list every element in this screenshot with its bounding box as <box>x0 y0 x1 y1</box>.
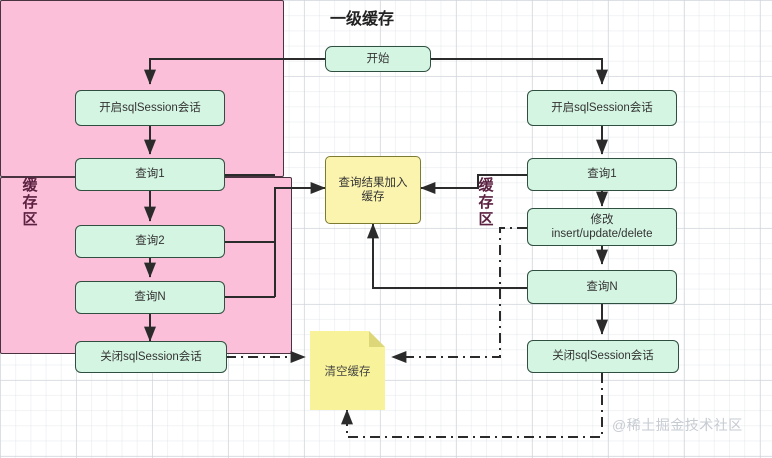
left-cache-region-label: 缓 存 区 <box>22 177 38 228</box>
node-start[interactable]: 开始 <box>325 46 431 72</box>
node-left-open-session[interactable]: 开启sqlSession会话 <box>75 90 225 126</box>
node-right-query-1[interactable]: 查询1 <box>527 158 677 191</box>
node-left-query-2[interactable]: 查询2 <box>75 225 225 258</box>
diagram-title: 一级缓存 <box>330 11 395 28</box>
node-right-close-session[interactable]: 关闭sqlSession会话 <box>527 340 679 373</box>
left-cache-region <box>0 0 284 177</box>
node-right-query-n[interactable]: 查询N <box>527 270 677 304</box>
node-left-query-n[interactable]: 查询N <box>75 281 225 314</box>
node-clear-cache-note[interactable]: 清空缓存 <box>310 331 385 410</box>
node-left-query-1[interactable]: 查询1 <box>75 158 225 191</box>
node-right-modify[interactable]: 修改 insert/update/delete <box>527 208 677 246</box>
watermark: @稀土掘金技术社区 <box>612 417 743 433</box>
node-right-open-session[interactable]: 开启sqlSession会话 <box>527 90 677 126</box>
node-left-close-session[interactable]: 关闭sqlSession会话 <box>75 341 227 373</box>
node-cache-result[interactable]: 查询结果加入 缓存 <box>325 156 421 224</box>
note-fold-corner-icon <box>369 331 385 347</box>
